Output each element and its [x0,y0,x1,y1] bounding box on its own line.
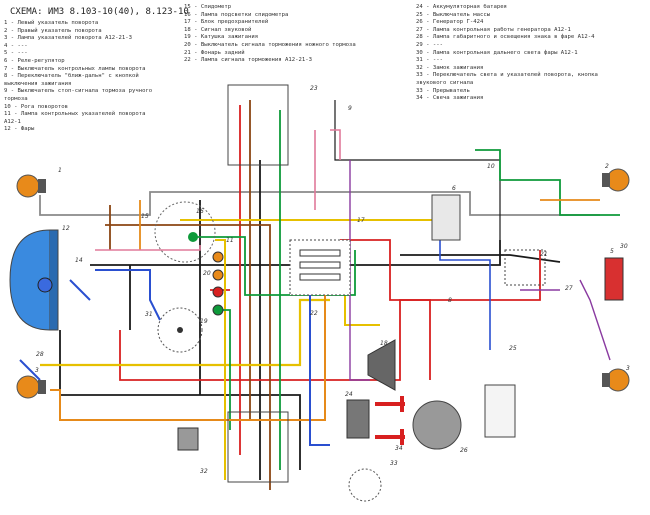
legend-item: 21 - Фонарь задний [184,49,245,56]
callout: 30 [620,243,628,250]
horn [367,339,396,391]
ignition-coil [346,399,370,439]
legend-column-3: 24 - Аккумуляторная батарея 25 - Выключа… [416,4,598,103]
right-connector [504,249,546,286]
callout: 28 [36,351,44,358]
callout: 15 [141,213,149,220]
callout: 32 [200,468,208,475]
callout: 33 [390,460,398,467]
callout: 5 [610,248,614,255]
legend-item: 18 - Сигнал звуковой [184,26,252,33]
callout: 31 [145,311,153,318]
small-relay [177,427,199,451]
legend-item: 27 - Лампа контрольная работы генератора… [416,26,571,33]
indicator-lamp-red [212,286,224,298]
callout: 17 [357,217,365,224]
legend-item: 4 - --- [4,42,28,49]
callout: 20 [203,270,211,277]
callout: 8 [448,297,452,304]
legend-item: А12-1 [4,118,21,125]
left-front-turn-lamp [16,174,46,198]
callout: 6 [452,185,456,192]
callout: 14 [75,257,83,264]
legend-column-1: 1 - Левый указатель поворота 2 - Правый … [4,20,152,134]
legend-item: 3 - Лампа указателей поворота А12-21-3 [4,35,132,42]
speedometer [154,201,216,263]
breaker [348,468,382,502]
legend-item: 11 - Лампа контрольных указателей поворо… [4,111,146,118]
legend-item: 24 - Аккумуляторная батарея [416,4,507,10]
legend-item: 19 - Катушка зажигания [184,34,259,41]
relay-regulator [431,194,461,241]
legend-item: 31 - --- [416,57,443,64]
legend-item: 6 - Реле-регулятор [4,57,65,64]
callout-numbers: 1 2 3 3 5 6 8 9 10 11 12 14 15 16 17 18 … [35,85,630,475]
legend-item: 17 - Блок предохранителей [184,19,269,26]
legend-column-2: 15 - Спидометр 16 - Лампа подсветки спид… [184,4,356,65]
tail-light [604,257,624,301]
callout: 27 [565,285,573,292]
legend-item: 30 - Лампа контрольная дальнего света фа… [416,49,578,56]
legend-item: 26 - Генератор Г-424 [416,19,484,26]
callout: 1 [58,167,62,174]
legend-item: 34 - Свеча зажигания [416,95,484,102]
legend-item: 5 - --- [4,50,28,57]
indicator-lamp-orange-2 [212,269,224,281]
callout: 11 [226,237,234,244]
legend: СХЕМА: ИМЗ 8.103-10(40), 8.123-10 1 - Ле… [4,4,644,164]
callout: 19 [200,318,208,325]
callout: 25 [509,345,517,352]
legend-item: тормоза [4,95,28,102]
callout: 3 [35,367,39,374]
battery [484,384,516,438]
bottom-connector [227,411,289,483]
diagram-title: СХЕМА: ИМЗ 8.103-10(40), 8.123-10 [10,7,189,17]
legend-item: 2 - Правый указатель поворота [4,27,102,34]
left-rear-turn-lamp [16,375,46,399]
ignition-switch [157,307,203,353]
callout: 12 [62,225,70,232]
legend-item: 1 - Левый указатель поворота [4,20,99,26]
callout: 2 [605,163,609,170]
legend-item: 32 - Замок зажигания [416,64,484,71]
legend-item: 29 - --- [416,41,443,48]
callout: 22 [310,310,318,317]
legend-item: 8 - Переключатель "ближ-дальн" с кнопкой [4,73,139,80]
legend-item: 22 - Лампа сигнала торможения А12-21-3 [184,57,312,64]
headlight [9,229,59,331]
legend-item: 33 - Прерыватель [416,87,470,94]
indicator-lamp-orange [212,251,224,263]
legend-item: звукового сигнала [416,79,474,86]
spark-plugs [375,396,405,445]
right-front-turn-lamp [602,168,630,192]
callout: 21 [540,251,548,258]
legend-item: 16 - Лампа подсветки спидометра [184,11,289,18]
callout: 16 [196,208,204,215]
right-rear-turn-lamp [602,368,630,392]
callout: 3 [626,365,630,372]
wiring-harness [19,100,620,490]
legend-item: выключения зажигания [4,80,72,87]
legend-item: 25 - Выключатель массы [416,11,491,18]
callout: 10 [487,163,495,170]
fuse-block [289,239,351,296]
legend-item: 12 - Фары [4,126,35,133]
callout: 23 [310,85,318,92]
callout: 26 [460,447,468,454]
callout: 24 [345,391,353,398]
legend-item: 7 - Выключатель контрольных лампы поворо… [4,65,146,72]
legend-item: 33 - Переключатель света и указателей по… [416,72,598,79]
callout: 9 [348,105,352,112]
indicator-lamp-green [212,304,224,316]
legend-item: 10 - Рога поворотов [4,103,68,110]
callout: 34 [395,445,403,452]
generator [412,400,462,450]
legend-item: 9 - Выключатель стоп-сигнала тормоза руч… [4,88,153,95]
callout: 18 [380,340,388,347]
top-connector [227,84,289,166]
legend-item: 15 - Спидометр [184,4,232,10]
legend-item: 28 - Лампа габаритного и освещения знака… [416,34,595,41]
legend-item: 20 - Выключатель сигнала торможения ножн… [184,41,356,48]
